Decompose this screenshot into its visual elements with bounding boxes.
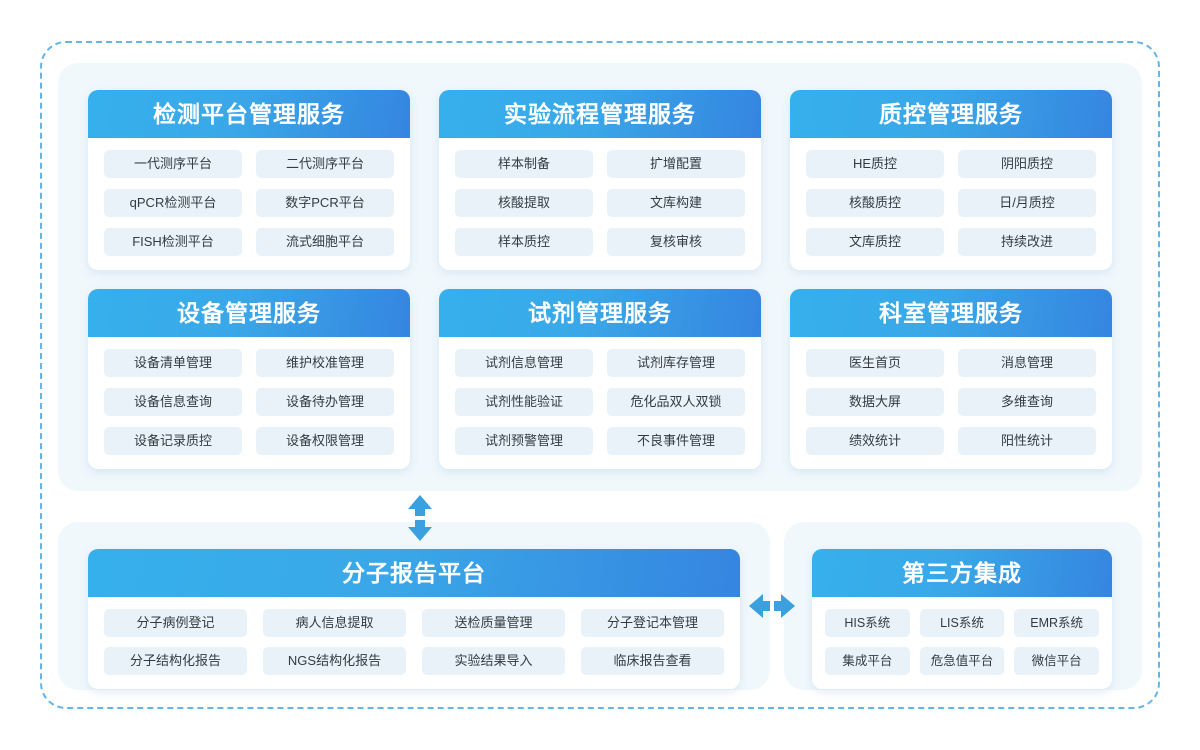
card-title: 设备管理服务 <box>88 289 410 337</box>
service-card-quality-control[interactable]: 质控管理服务 HE质控 阴阳质控 核酸质控 日/月质控 文库质控 持续改进 <box>790 90 1112 270</box>
service-item[interactable]: 核酸质控 <box>806 189 944 217</box>
service-item[interactable]: 流式细胞平台 <box>256 228 394 256</box>
service-item[interactable]: 试剂信息管理 <box>455 349 593 377</box>
report-item[interactable]: 送检质量管理 <box>422 609 565 637</box>
card-item-list: HIS系统 LIS系统 EMR系统 集成平台 危急值平台 微信平台 <box>812 597 1112 689</box>
service-item[interactable]: 数字PCR平台 <box>256 189 394 217</box>
third-party-item[interactable]: 集成平台 <box>825 647 910 675</box>
service-item[interactable]: 样本质控 <box>455 228 593 256</box>
service-card-experiment-workflow[interactable]: 实验流程管理服务 样本制备 扩增配置 核酸提取 文库构建 样本质控 复核审核 <box>439 90 761 270</box>
service-card-equipment-management[interactable]: 设备管理服务 设备清单管理 维护校准管理 设备信息查询 设备待办管理 设备记录质… <box>88 289 410 469</box>
service-item[interactable]: 设备待办管理 <box>256 388 394 416</box>
service-item[interactable]: qPCR检测平台 <box>104 189 242 217</box>
report-item[interactable]: 临床报告查看 <box>581 647 724 675</box>
third-party-item[interactable]: 危急值平台 <box>919 647 1005 675</box>
service-item[interactable]: 维护校准管理 <box>256 349 394 377</box>
service-item[interactable]: HE质控 <box>806 150 944 178</box>
service-item[interactable]: 试剂库存管理 <box>607 349 745 377</box>
report-platform-card[interactable]: 分子报告平台 分子病例登记 病人信息提取 送检质量管理 分子登记本管理 分子结构… <box>88 549 740 689</box>
card-title: 实验流程管理服务 <box>439 90 761 138</box>
service-item[interactable]: 一代测序平台 <box>104 150 242 178</box>
service-item[interactable]: 试剂预警管理 <box>455 427 593 455</box>
service-item[interactable]: 样本制备 <box>455 150 593 178</box>
card-item-list: 设备清单管理 维护校准管理 设备信息查询 设备待办管理 设备记录质控 设备权限管… <box>88 337 410 469</box>
service-item[interactable]: 复核审核 <box>607 228 745 256</box>
service-item[interactable]: 医生首页 <box>806 349 944 377</box>
report-item[interactable]: NGS结构化报告 <box>263 647 406 675</box>
service-item[interactable]: 核酸提取 <box>455 189 593 217</box>
service-card-department-management[interactable]: 科室管理服务 医生首页 消息管理 数据大屏 多维查询 绩效统计 阳性统计 <box>790 289 1112 469</box>
double-arrow-horizontal-icon <box>749 588 795 624</box>
service-item[interactable]: 数据大屏 <box>806 388 944 416</box>
service-item[interactable]: 文库质控 <box>806 228 944 256</box>
card-title: 试剂管理服务 <box>439 289 761 337</box>
service-card-reagent-management[interactable]: 试剂管理服务 试剂信息管理 试剂库存管理 试剂性能验证 危化品双人双锁 试剂预警… <box>439 289 761 469</box>
service-item[interactable]: 二代测序平台 <box>256 150 394 178</box>
service-item[interactable]: 阳性统计 <box>958 427 1096 455</box>
third-party-item[interactable]: HIS系统 <box>825 609 910 637</box>
card-item-list: 分子病例登记 病人信息提取 送检质量管理 分子登记本管理 分子结构化报告 NGS… <box>88 597 740 689</box>
service-item[interactable]: 设备清单管理 <box>104 349 242 377</box>
third-party-item[interactable]: EMR系统 <box>1014 609 1099 637</box>
card-item-list: 一代测序平台 二代测序平台 qPCR检测平台 数字PCR平台 FISH检测平台 … <box>88 138 410 270</box>
report-item[interactable]: 分子结构化报告 <box>104 647 247 675</box>
card-title: 分子报告平台 <box>88 549 740 597</box>
service-card-detection-platform[interactable]: 检测平台管理服务 一代测序平台 二代测序平台 qPCR检测平台 数字PCR平台 … <box>88 90 410 270</box>
card-item-list: HE质控 阴阳质控 核酸质控 日/月质控 文库质控 持续改进 <box>790 138 1112 270</box>
service-item[interactable]: 绩效统计 <box>806 427 944 455</box>
third-party-item[interactable]: LIS系统 <box>919 609 1005 637</box>
service-item[interactable]: 设备信息查询 <box>104 388 242 416</box>
service-item[interactable]: 消息管理 <box>958 349 1096 377</box>
service-item[interactable]: 持续改进 <box>958 228 1096 256</box>
report-item[interactable]: 实验结果导入 <box>422 647 565 675</box>
card-title: 检测平台管理服务 <box>88 90 410 138</box>
service-item[interactable]: 设备记录质控 <box>104 427 242 455</box>
service-item[interactable]: 扩增配置 <box>607 150 745 178</box>
third-party-item[interactable]: 微信平台 <box>1014 647 1099 675</box>
third-party-integration-card[interactable]: 第三方集成 HIS系统 LIS系统 EMR系统 集成平台 危急值平台 微信平台 <box>812 549 1112 689</box>
card-item-list: 医生首页 消息管理 数据大屏 多维查询 绩效统计 阳性统计 <box>790 337 1112 469</box>
service-item[interactable]: 试剂性能验证 <box>455 388 593 416</box>
card-item-list: 试剂信息管理 试剂库存管理 试剂性能验证 危化品双人双锁 试剂预警管理 不良事件… <box>439 337 761 469</box>
service-item[interactable]: 不良事件管理 <box>607 427 745 455</box>
report-item[interactable]: 分子登记本管理 <box>581 609 724 637</box>
service-item[interactable]: 文库构建 <box>607 189 745 217</box>
report-item[interactable]: 病人信息提取 <box>263 609 406 637</box>
card-title: 科室管理服务 <box>790 289 1112 337</box>
service-item[interactable]: 危化品双人双锁 <box>607 388 745 416</box>
report-item[interactable]: 分子病例登记 <box>104 609 247 637</box>
service-item[interactable]: FISH检测平台 <box>104 228 242 256</box>
service-item[interactable]: 设备权限管理 <box>256 427 394 455</box>
service-card-grid: 检测平台管理服务 一代测序平台 二代测序平台 qPCR检测平台 数字PCR平台 … <box>88 90 1112 469</box>
card-title: 第三方集成 <box>812 549 1112 597</box>
card-item-list: 样本制备 扩增配置 核酸提取 文库构建 样本质控 复核审核 <box>439 138 761 270</box>
double-arrow-vertical-icon <box>399 495 441 541</box>
service-item[interactable]: 阴阳质控 <box>958 150 1096 178</box>
card-title: 质控管理服务 <box>790 90 1112 138</box>
service-item[interactable]: 日/月质控 <box>958 189 1096 217</box>
service-item[interactable]: 多维查询 <box>958 388 1096 416</box>
